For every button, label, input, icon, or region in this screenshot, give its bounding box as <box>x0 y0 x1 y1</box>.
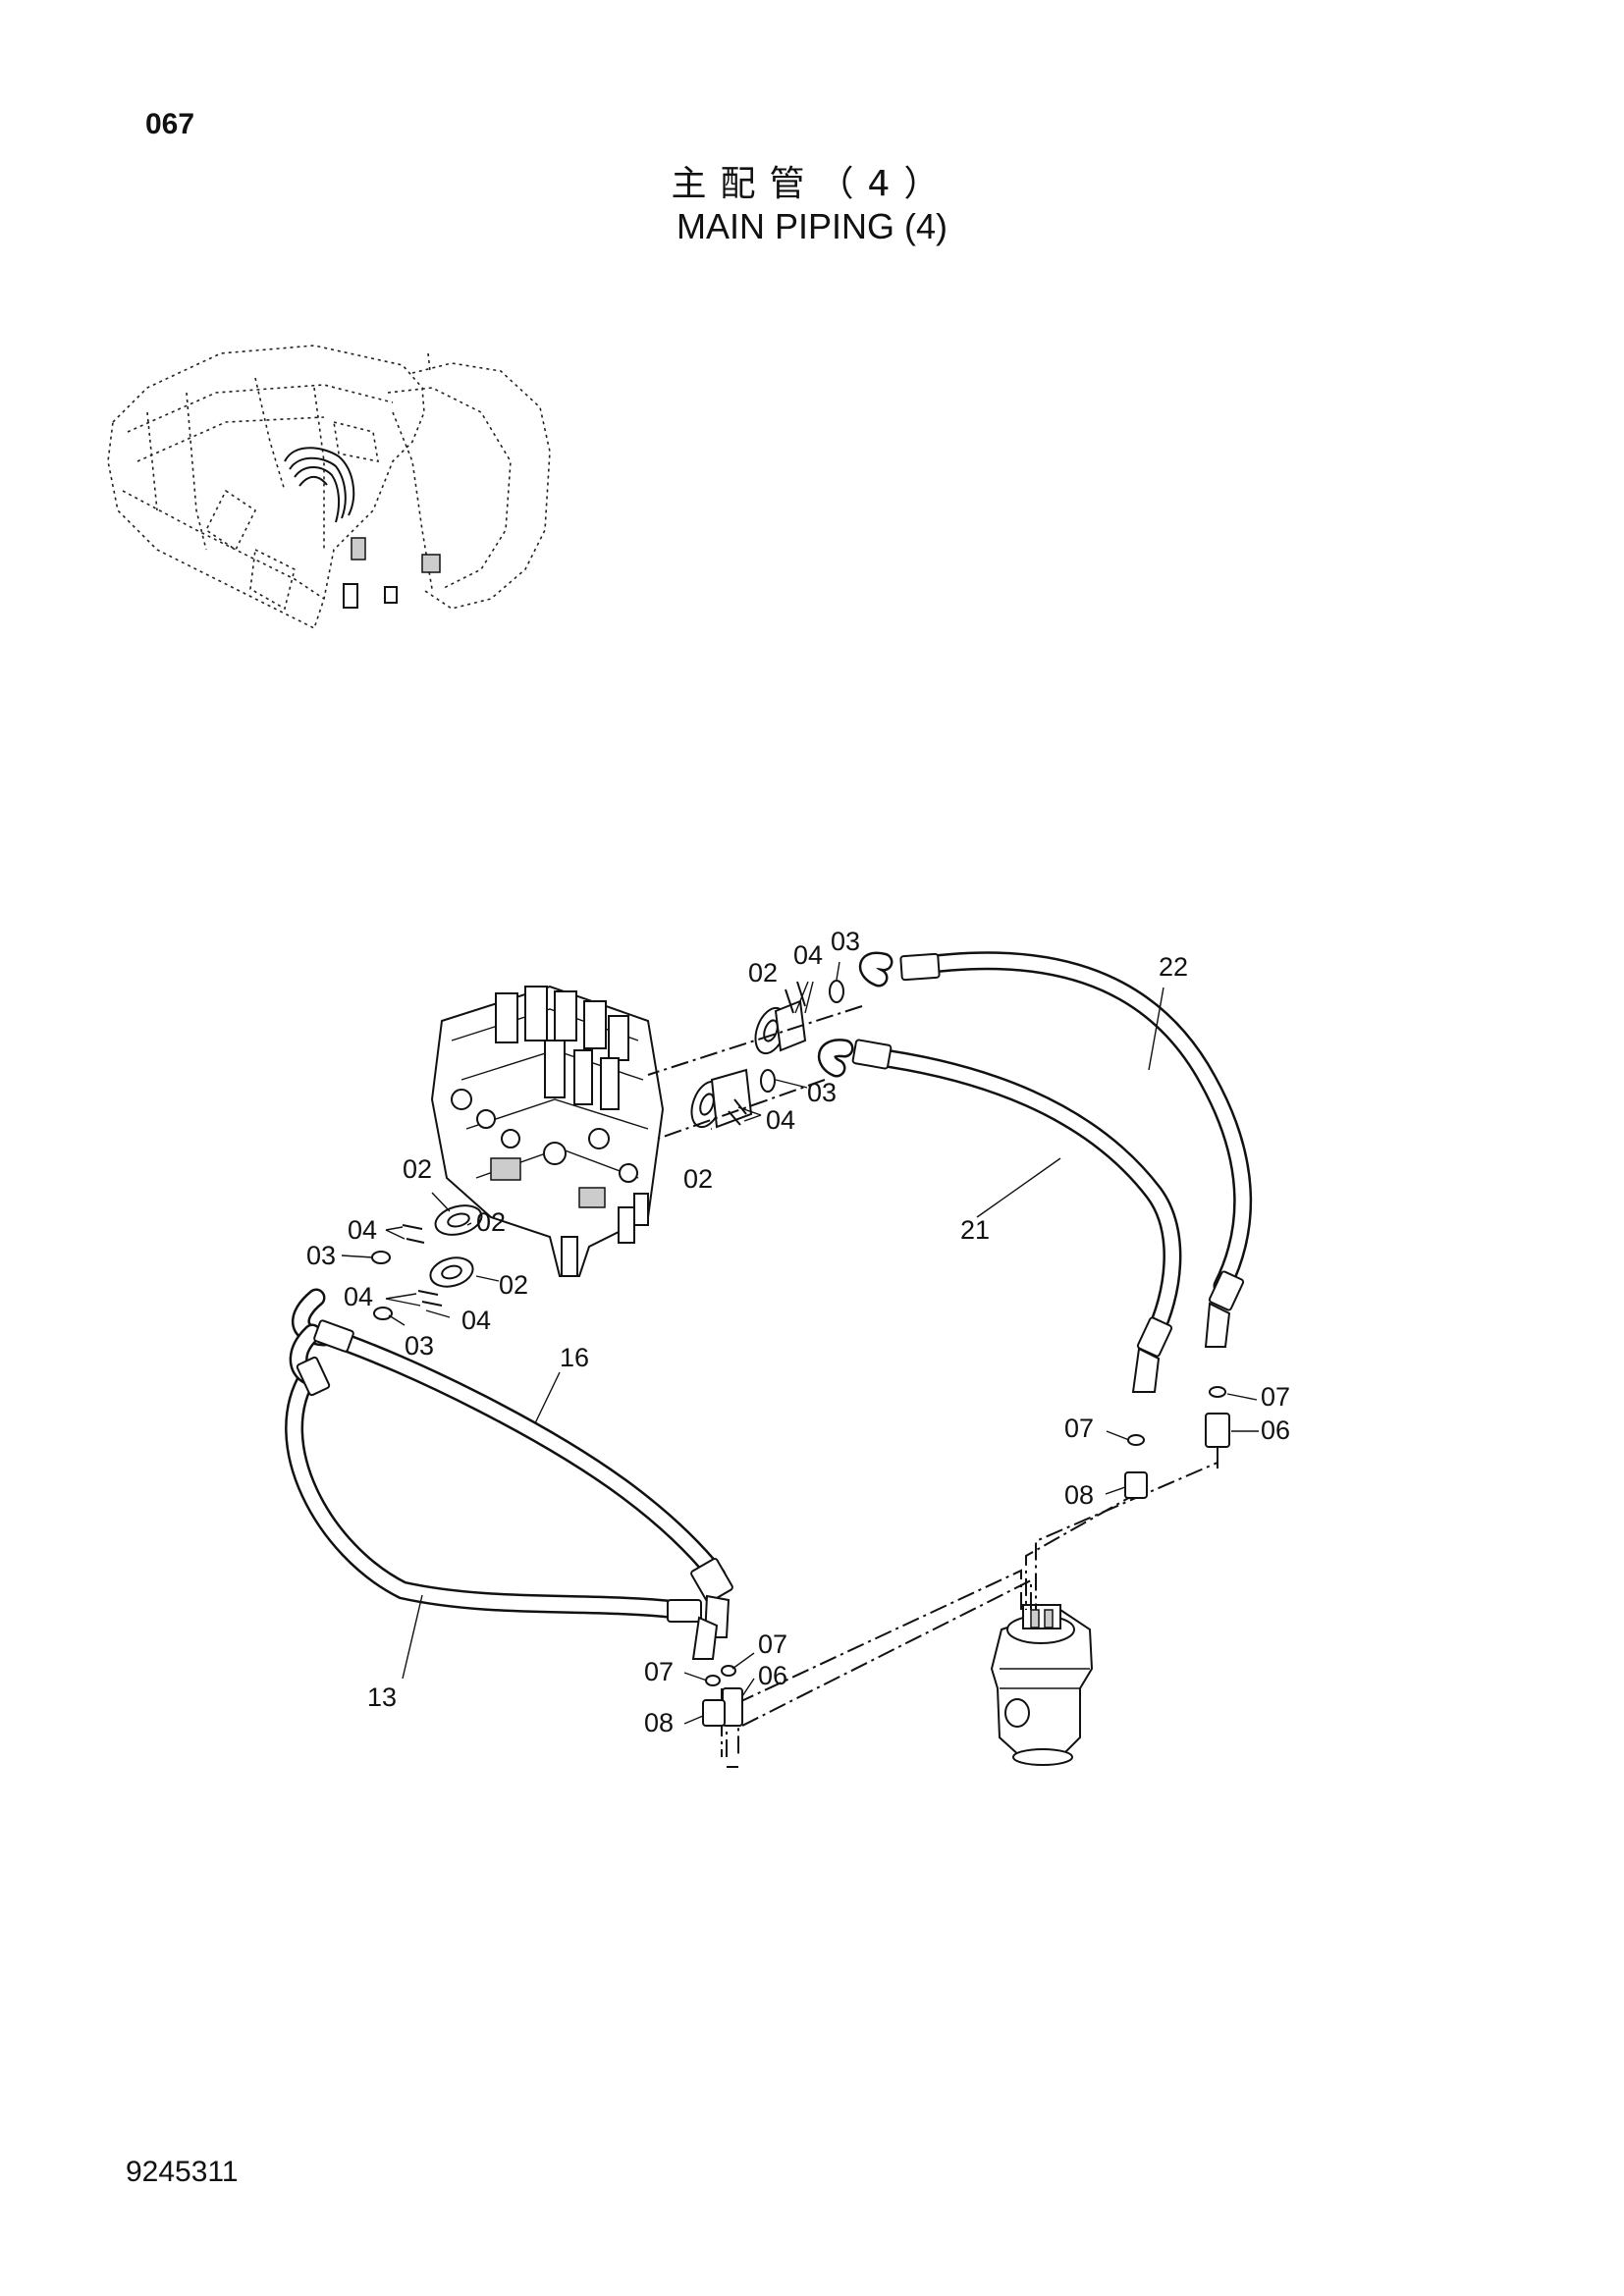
callout-02: 02 <box>403 1154 432 1184</box>
callout-04: 04 <box>793 940 823 970</box>
callout-07: 07 <box>1064 1414 1094 1443</box>
hose-fittings <box>296 952 1245 1660</box>
callout-13: 13 <box>367 1682 397 1712</box>
callout-04: 04 <box>461 1306 491 1335</box>
callout-03: 03 <box>306 1241 336 1270</box>
callout-04: 04 <box>766 1105 795 1135</box>
hoses <box>285 951 1253 1620</box>
center-joint <box>990 1604 1094 1766</box>
control-valve <box>430 985 665 1277</box>
callout-06: 06 <box>758 1661 787 1690</box>
callout-07: 07 <box>758 1629 787 1659</box>
callout-07: 07 <box>1261 1382 1290 1412</box>
callout-21: 21 <box>960 1215 990 1245</box>
adapters <box>702 1386 1230 1727</box>
callout-03: 03 <box>807 1078 837 1107</box>
callout-labels: 02 04 03 22 03 04 02 21 02 04 02 03 04 0… <box>306 927 1290 1737</box>
o-rings <box>371 980 844 1320</box>
machine-overview-illustration <box>107 345 551 630</box>
page-title-english: MAIN PIPING (4) <box>676 206 948 246</box>
leader-lines <box>341 961 1259 1725</box>
callout-04: 04 <box>348 1215 377 1245</box>
callout-03: 03 <box>831 927 860 956</box>
callout-03: 03 <box>405 1331 434 1361</box>
callout-22: 22 <box>1159 952 1188 982</box>
callout-04: 04 <box>344 1282 373 1311</box>
callout-06: 06 <box>1261 1415 1290 1445</box>
page-title-japanese: 主配管（4） <box>671 164 953 204</box>
callout-02: 02 <box>476 1207 506 1237</box>
callout-02: 02 <box>748 958 778 988</box>
callout-16: 16 <box>560 1343 589 1372</box>
callout-02: 02 <box>683 1164 713 1194</box>
flanges <box>429 999 807 1288</box>
callout-07: 07 <box>644 1657 674 1686</box>
bolts <box>402 981 806 1307</box>
callout-08: 08 <box>644 1708 674 1737</box>
callout-08: 08 <box>1064 1480 1094 1510</box>
page-number: 067 <box>145 108 195 140</box>
hose-16 <box>314 1325 727 1585</box>
document-number: 9245311 <box>126 2156 239 2188</box>
callout-02: 02 <box>499 1270 528 1300</box>
